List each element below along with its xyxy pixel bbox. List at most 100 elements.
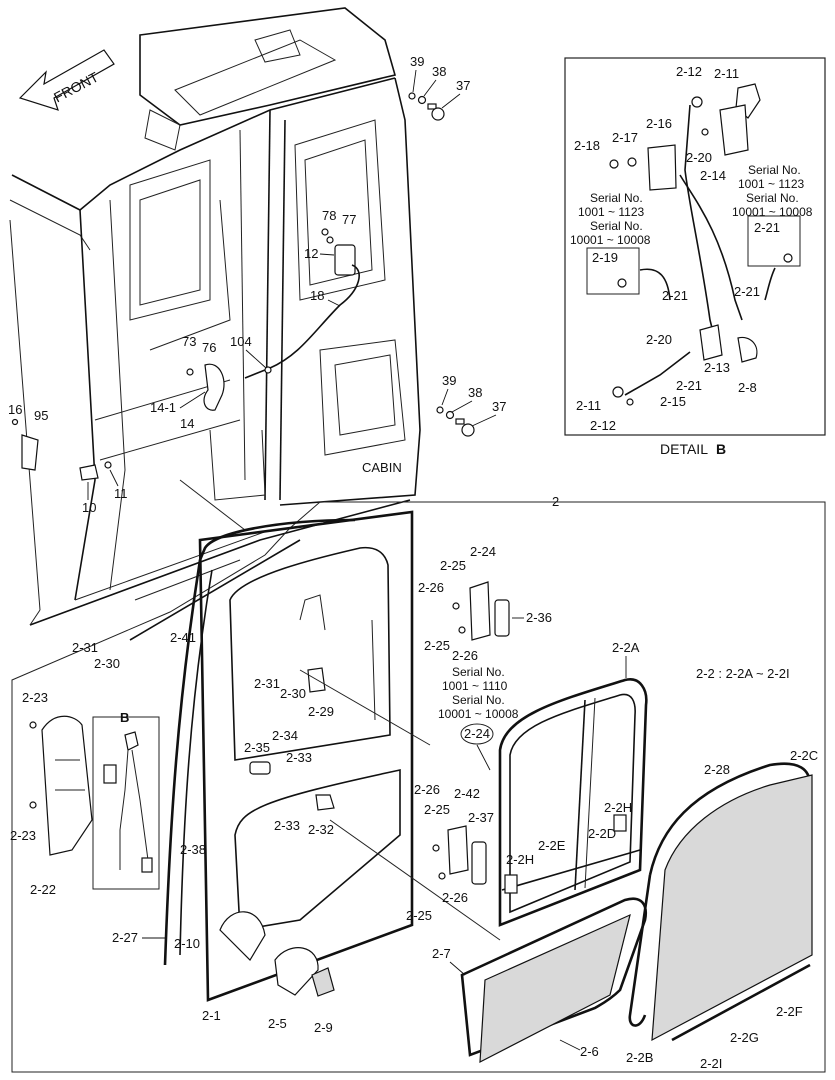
detail-b-panel [564, 57, 826, 436]
callout-39-lower: 39 [442, 373, 456, 388]
detail-callout-2-20-b: 2-20 [646, 332, 672, 347]
callout-73: 73 [182, 334, 196, 349]
callout-2-2A: 2-2A [612, 640, 640, 655]
callout-2-28: 2-28 [704, 762, 730, 777]
callout-38-lower: 38 [468, 385, 482, 400]
callout-2-2E: 2-2E [538, 838, 566, 853]
callout-78: 78 [322, 208, 336, 223]
detail-b-callouts: 2-12 2-11 2-16 2-17 2-18 2-20 2-14 Seria… [570, 64, 813, 457]
callout-2-24-circled: 2-24 [464, 726, 490, 741]
callout-2-25-a: 2-25 [440, 558, 466, 573]
callout-2-2H-a: 2-2H [604, 800, 632, 815]
callout-2-25-c: 2-25 [424, 802, 450, 817]
detail-callout-2-21-d: 2-21 [676, 378, 702, 393]
callout-2-26-c: 2-26 [414, 782, 440, 797]
detail-callout-2-21-b: 2-21 [662, 288, 688, 303]
detail-callout-2-17: 2-17 [612, 130, 638, 145]
detail-serial-right-3: Serial No. [746, 191, 799, 205]
detail-callout-2-8: 2-8 [738, 380, 757, 395]
detail-callout-2-14: 2-14 [700, 168, 726, 183]
callout-2-34: 2-34 [272, 728, 298, 743]
callout-95: 95 [34, 408, 48, 423]
callout-76: 76 [202, 340, 216, 355]
callout-2-6: 2-6 [580, 1044, 599, 1059]
detail-callout-2-18: 2-18 [574, 138, 600, 153]
detail-callout-2-15: 2-15 [660, 394, 686, 409]
inset-b-label: B [120, 710, 129, 725]
assembly-note: 2-2 : 2-2A ~ 2-2I [696, 666, 790, 681]
callout-2-2D: 2-2D [588, 826, 616, 841]
assembly-number: 2 [552, 494, 559, 509]
door-body [129, 510, 501, 1002]
detail-callout-2-16: 2-16 [646, 116, 672, 131]
front-arrow: FRONT [18, 49, 115, 111]
callout-2-5: 2-5 [268, 1016, 287, 1031]
callout-2-7: 2-7 [432, 946, 451, 961]
callout-2-22: 2-22 [30, 882, 56, 897]
detail-serial-right-1: Serial No. [748, 163, 801, 177]
callout-11: 11 [114, 486, 128, 501]
callout-10: 10 [82, 500, 96, 515]
callout-2-37: 2-37 [468, 810, 494, 825]
callout-104: 104 [230, 334, 252, 349]
lower-glass-2-6 [460, 897, 647, 1064]
callout-39: 39 [410, 54, 424, 69]
door-serial-4: 10001 ~ 10008 [438, 707, 519, 721]
callout-2-38: 2-38 [180, 842, 206, 857]
callout-2-26-b: 2-26 [452, 648, 478, 663]
detail-callout-2-11-b: 2-11 [576, 398, 601, 413]
callout-2-33-a: 2-33 [286, 750, 312, 765]
callout-2-41: 2-41 [170, 630, 196, 645]
cabin-label: CABIN [362, 460, 402, 475]
callout-14-1: 14-1 [150, 400, 176, 415]
callout-2-2I: 2-2I [700, 1056, 722, 1071]
callout-2-30-b: 2-30 [280, 686, 306, 701]
callout-2-10: 2-10 [174, 936, 200, 951]
detail-callout-2-21-c: 2-21 [734, 284, 760, 299]
callout-2-32: 2-32 [308, 822, 334, 837]
callout-2-42: 2-42 [454, 786, 480, 801]
callout-2-9: 2-9 [314, 1020, 333, 1035]
detail-callout-2-13: 2-13 [704, 360, 730, 375]
callout-16: 16 [8, 402, 22, 417]
detail-callout-2-12: 2-12 [676, 64, 702, 79]
callout-2-31-b: 2-31 [254, 676, 280, 691]
callout-2-1: 2-1 [202, 1008, 221, 1023]
callout-2-31-a: 2-31 [72, 640, 98, 655]
callout-2-2G: 2-2G [730, 1030, 759, 1045]
detail-serial-left-1: Serial No. [590, 191, 643, 205]
callout-2-26-a: 2-26 [418, 580, 444, 595]
detail-serial-left-2: 1001 ~ 1123 [578, 205, 645, 219]
detail-serial-right-2: 1001 ~ 1123 [738, 177, 805, 191]
callout-2-29: 2-29 [308, 704, 334, 719]
callout-2-2C: 2-2C [790, 748, 818, 763]
callout-18: 18 [310, 288, 324, 303]
callout-14: 14 [180, 416, 194, 431]
door-serial-1: Serial No. [452, 665, 505, 679]
detail-serial-left-4: 10001 ~ 10008 [570, 233, 651, 247]
window-glass-2-2C [628, 762, 813, 1042]
callout-38: 38 [432, 64, 446, 79]
callout-2-25-d: 2-25 [406, 908, 432, 923]
door-serial-3: Serial No. [452, 693, 505, 707]
callout-2-2F: 2-2F [776, 1004, 803, 1019]
callout-2-35: 2-35 [244, 740, 270, 755]
callout-12: 12 [304, 246, 318, 261]
detail-callout-2-21-inset: 2-21 [754, 220, 780, 235]
cabin-latch-group [11, 92, 475, 481]
detail-title-prefix: DETAIL [660, 441, 708, 457]
detail-callout-2-11: 2-11 [714, 66, 739, 81]
callout-2-24: 2-24 [470, 544, 496, 559]
detail-serial-left-3: Serial No. [590, 219, 643, 233]
door-callouts: 2-24 2-25 2-26 2-36 2-25 2-26 Serial No.… [10, 544, 818, 1071]
detail-title-letter: B [716, 441, 726, 457]
callout-2-26-d: 2-26 [442, 890, 468, 905]
callout-2-30-a: 2-30 [94, 656, 120, 671]
side-panel-2-22 [29, 715, 93, 856]
callout-2-25-b: 2-25 [424, 638, 450, 653]
callout-37-lower: 37 [492, 399, 506, 414]
door-hinges [432, 581, 510, 885]
inset-b: B [92, 710, 160, 890]
callout-77: 77 [342, 212, 356, 227]
